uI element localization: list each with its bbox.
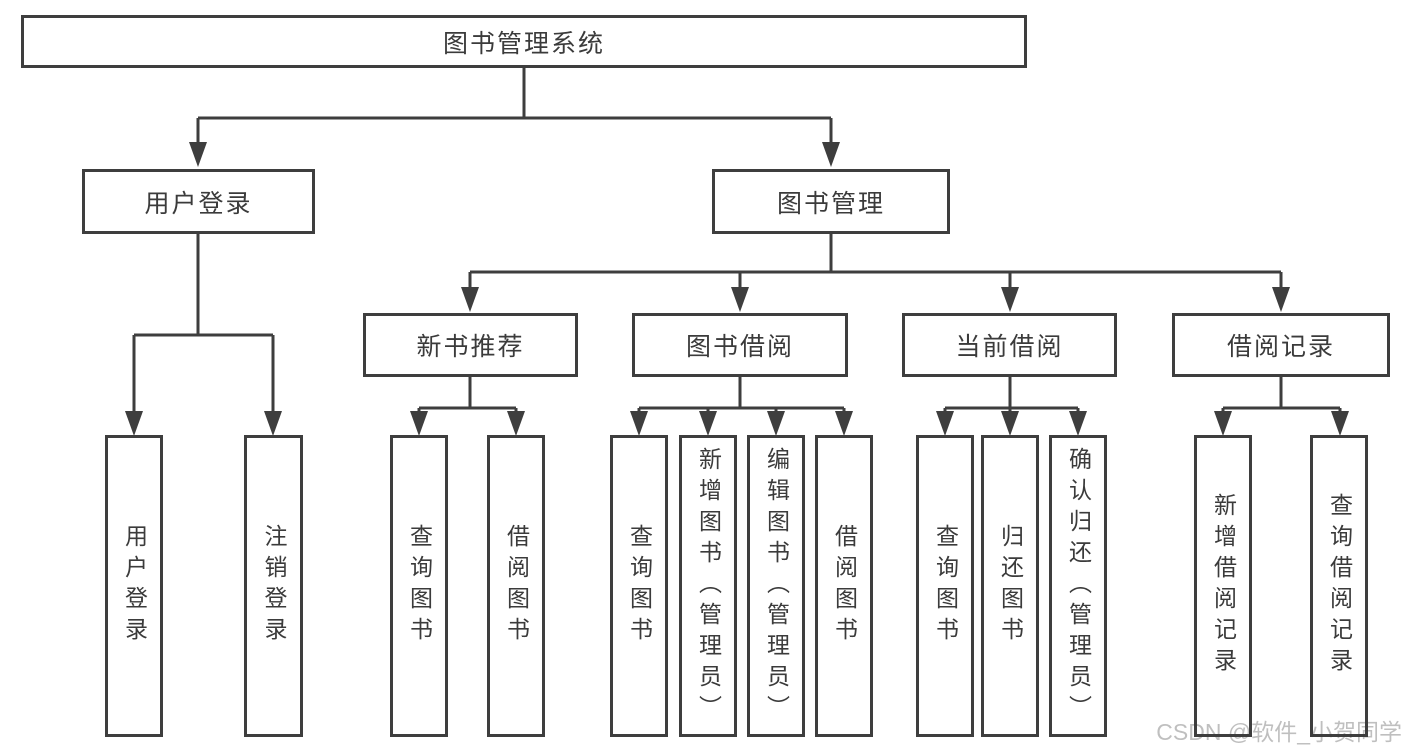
node-current-borrowing-label: 当前借阅: [955, 333, 1064, 361]
node-borrowing-records: 借阅记录: [1172, 313, 1390, 377]
leaf-query-borrow-record-label: 查询借阅记录: [1326, 493, 1353, 679]
leaf-edit-books-admin: 编辑图书（管理员）: [747, 435, 805, 737]
leaf-query-books-recommend: 查询图书: [390, 435, 448, 737]
leaf-borrow-books-recommend: 借阅图书: [487, 435, 545, 737]
leaf-add-books-admin: 新增图书（管理员）: [679, 435, 737, 737]
leaf-query-books-borrowing-label: 查询图书: [626, 524, 653, 648]
node-root: 图书管理系统: [21, 15, 1027, 68]
leaf-query-borrow-record: 查询借阅记录: [1310, 435, 1368, 737]
node-user-login-branch: 用户登录: [82, 169, 315, 234]
leaf-query-books-current-label: 查询图书: [932, 524, 959, 648]
leaf-add-books-admin-label: 新增图书（管理员）: [695, 446, 722, 726]
leaf-return-books-label: 归还图书: [997, 524, 1024, 648]
leaf-query-books-borrowing: 查询图书: [610, 435, 668, 737]
node-root-label: 图书管理系统: [442, 29, 605, 58]
leaf-user-login-label: 用户登录: [121, 524, 148, 648]
node-book-management-branch-label: 图书管理: [776, 189, 885, 218]
leaf-query-books-recommend-label: 查询图书: [406, 524, 433, 648]
watermark: CSDN @软件_小贺同学: [1156, 719, 1402, 745]
leaf-borrow-books-recommend-label: 借阅图书: [503, 524, 530, 648]
leaf-add-borrow-record: 新增借阅记录: [1194, 435, 1252, 737]
leaf-edit-books-admin-label: 编辑图书（管理员）: [763, 446, 790, 726]
connector-paths: [132, 68, 1342, 414]
leaf-confirm-return-admin: 确认归还（管理员）: [1049, 435, 1107, 737]
node-new-book-recommend-label: 新书推荐: [416, 333, 525, 361]
node-book-borrowing-label: 图书借阅: [685, 333, 794, 361]
leaf-add-borrow-record-label: 新增借阅记录: [1210, 493, 1237, 679]
leaf-borrow-books: 借阅图书: [815, 435, 873, 737]
leaf-user-login: 用户登录: [105, 435, 163, 737]
leaf-query-books-current: 查询图书: [916, 435, 974, 737]
node-current-borrowing: 当前借阅: [902, 313, 1117, 377]
node-book-management-branch: 图书管理: [712, 169, 950, 234]
node-book-borrowing: 图书借阅: [632, 313, 848, 377]
node-borrowing-records-label: 借阅记录: [1226, 333, 1335, 361]
leaf-logout: 注销登录: [244, 435, 303, 737]
leaf-confirm-return-admin-label: 确认归还（管理员）: [1065, 446, 1092, 726]
leaf-return-books: 归还图书: [981, 435, 1039, 737]
node-user-login-branch-label: 用户登录: [144, 189, 253, 218]
node-new-book-recommend: 新书推荐: [363, 313, 578, 377]
arrowhead-icons: [125, 142, 1349, 436]
leaf-borrow-books-label: 借阅图书: [831, 524, 858, 648]
leaf-logout-label: 注销登录: [261, 524, 287, 648]
